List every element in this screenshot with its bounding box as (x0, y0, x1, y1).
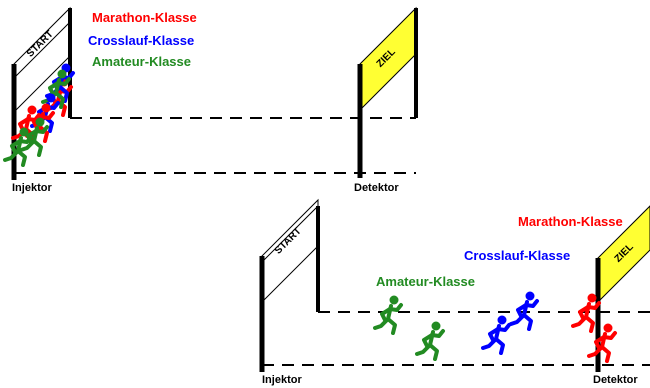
injektor-label: Injektor (12, 182, 52, 194)
runner-group-amateur (373, 293, 445, 361)
start-label: START (25, 29, 56, 60)
finish-gate: ZIEL (357, 6, 418, 178)
legend-amateur: Amateur-Klasse (92, 54, 191, 69)
label-marathon: Marathon-Klasse (518, 214, 623, 229)
runner-icon (509, 289, 539, 331)
legend-crosslauf: Crosslauf-Klasse (88, 33, 194, 48)
injektor-label: Injektor (262, 374, 302, 386)
scene2: START ZIEL Marathon-Klasse Crosslauf-Kla… (259, 198, 650, 386)
detektor-label: Detektor (593, 374, 638, 386)
label-crosslauf: Crosslauf-Klasse (464, 248, 570, 263)
legend-marathon: Marathon-Klasse (92, 10, 197, 25)
runner-icon (571, 291, 601, 333)
runner-icon (481, 313, 511, 355)
runner-group-crosslauf (481, 289, 539, 355)
runner-icon (373, 293, 403, 335)
runner-icon (415, 319, 445, 361)
scene1: START ZIEL Marathon-Klasse Crosslauf-Kla… (3, 6, 418, 194)
finish-gate: ZIEL (595, 205, 650, 372)
start-gate: START (259, 198, 320, 372)
runner-group-marathon (571, 291, 617, 363)
detektor-label: Detektor (354, 182, 399, 194)
label-amateur: Amateur-Klasse (376, 274, 475, 289)
